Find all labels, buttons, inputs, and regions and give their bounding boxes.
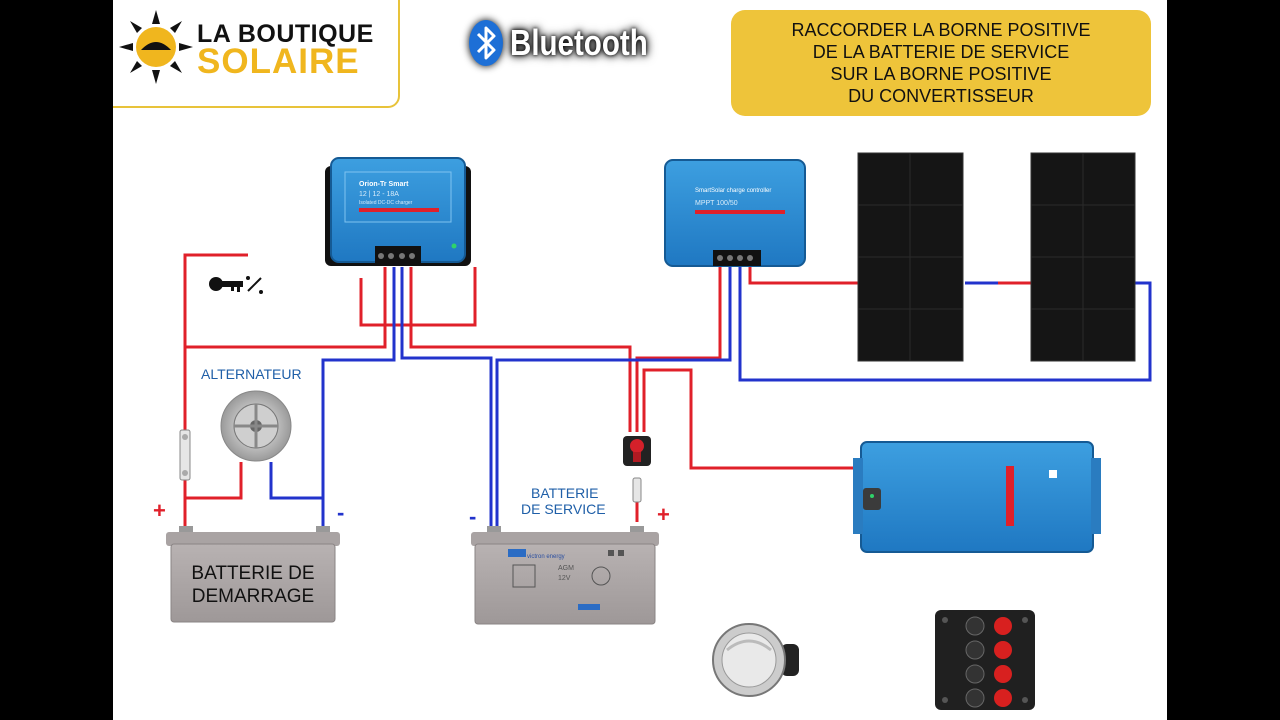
instruction-line: DU CONVERTISSEUR	[848, 86, 1034, 106]
wire-mppt-positive	[635, 267, 722, 432]
solar-panel	[857, 152, 964, 362]
inverter-charger	[853, 441, 1101, 553]
logo: LA BOUTIQUE SOLAIRE	[113, 0, 400, 108]
bluetooth-label: Bluetooth	[510, 22, 648, 63]
sun-logo-icon	[119, 10, 193, 84]
alternator-icon	[220, 390, 292, 462]
solar-panel	[1030, 152, 1136, 362]
battery-spec-1: AGM	[558, 565, 574, 572]
positive-wires	[183, 253, 1031, 530]
wire-ignition	[359, 267, 477, 327]
start-battery-plus: +	[153, 498, 166, 523]
wire-mppt-panel-positive	[748, 267, 858, 285]
fuse-icon	[632, 477, 642, 503]
mppt-brand-label: SmartSolar charge controller	[695, 188, 771, 194]
starting-battery	[166, 526, 340, 623]
shore-power-inlet	[712, 623, 799, 697]
instruction-line: SUR LA BORNE POSITIVE	[830, 64, 1052, 84]
start-battery-minus: -	[337, 500, 344, 525]
service-battery	[471, 526, 659, 625]
orion-rating-label: 12 | 12 - 18A	[359, 191, 399, 198]
diagram-canvas: Orion-Tr Smart 12 | 12 - 18A Isolated DC…	[153, 152, 1152, 710]
bluetooth-icon	[469, 20, 503, 66]
wire-start-battery-negative	[321, 267, 396, 530]
battery-switch-icon	[623, 436, 651, 466]
wire-start-battery-positive	[183, 253, 248, 430]
switch-panel	[935, 610, 1035, 710]
alternator-label: ALTERNATEUR	[201, 366, 302, 382]
service-battery-label-2: DE SERVICE	[521, 501, 606, 517]
wire-mppt-panel-negative	[738, 267, 1152, 382]
bluetooth-badge: Bluetooth	[465, 14, 661, 70]
instruction-line: RACCORDER LA BORNE POSITIVE	[791, 20, 1091, 40]
mppt-charge-controller: SmartSolar charge controller MPPT 100/50	[664, 159, 806, 267]
wire-service-negative-a	[400, 267, 493, 530]
mppt-model-label: MPPT 100/50	[695, 200, 738, 207]
service-battery-plus: +	[657, 502, 670, 527]
service-battery-label-1: BATTERIE	[531, 485, 598, 501]
orion-dc-dc-charger: Orion-Tr Smart 12 | 12 - 18A Isolated DC…	[325, 157, 471, 266]
wiring-diagram: LA BOUTIQUE SOLAIRE Bluetooth RACCORDER …	[113, 0, 1167, 720]
logo-text-top: LA BOUTIQUE	[197, 20, 374, 48]
negative-wires	[269, 267, 1152, 530]
ignition-key-icon	[209, 276, 263, 294]
battery-brand-label: victron energy	[527, 554, 565, 560]
service-battery-minus: -	[469, 504, 476, 529]
wire-orion-in-positive	[185, 267, 387, 349]
fuse-icon	[179, 429, 191, 481]
orion-model-label: Orion-Tr Smart	[359, 181, 409, 188]
instruction-note: RACCORDER LA BORNE POSITIVE DE LA BATTER…	[731, 10, 1151, 116]
wire-service-negative-b	[495, 267, 732, 530]
orion-type-label: Isolated DC-DC charger	[359, 200, 413, 206]
wire-orion-out-positive	[409, 267, 632, 432]
logo-text-bottom: SOLAIRE	[197, 42, 360, 81]
battery-spec-2: 12V	[558, 575, 571, 582]
wire-alternator-negative	[269, 462, 323, 500]
start-battery-label-1: BATTERIE DE	[191, 563, 314, 584]
wire-alternator-positive	[185, 462, 243, 500]
instruction-line: DE LA BATTERIE DE SERVICE	[812, 42, 1070, 62]
start-battery-label-2: DEMARRAGE	[192, 586, 314, 607]
wire-inverter-positive	[642, 368, 861, 470]
